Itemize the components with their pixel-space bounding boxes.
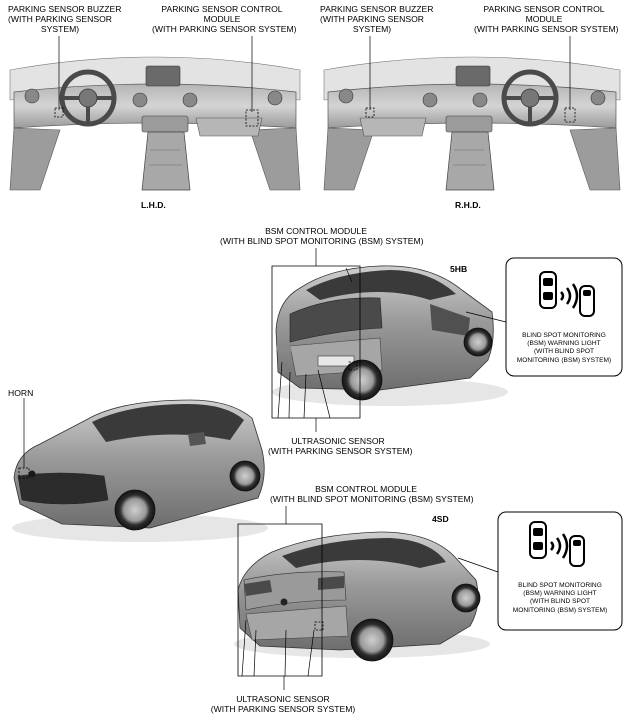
lhd-interior-illustration xyxy=(9,56,301,191)
sedan-sensor-leaders xyxy=(241,619,315,677)
hatchback-ultrasonic-label: ULTRASONIC SENSOR (WITH PARKING SENSOR S… xyxy=(268,436,413,456)
lhd-buzzer-label: PARKING SENSOR BUZZER (WITH PARKING SENS… xyxy=(8,4,122,34)
sedan-ultrasonic-label: ULTRASONIC SENSOR (WITH PARKING SENSOR S… xyxy=(210,694,356,714)
sedan-bsm-label: BSM CONTROL MODULE (WITH BLIND SPOT MONI… xyxy=(270,484,474,504)
rhd-buzzer-label: PARKING SENSOR BUZZER (WITH PARKING SENS… xyxy=(320,4,434,34)
hatchback-bsm-label: BSM CONTROL MODULE (WITH BLIND SPOT MONI… xyxy=(220,226,424,246)
hatchback-tag: 5HB xyxy=(450,264,468,274)
rhd-module-label: PARKING SENSOR CONTROL MODULE (WITH PARK… xyxy=(474,4,619,34)
sedan-warning-leader xyxy=(457,557,499,573)
sedan-warning-box xyxy=(497,511,623,631)
front-car-illustration xyxy=(12,399,268,542)
lhd-module-label: PARKING SENSOR CONTROL MODULE (WITH PARK… xyxy=(152,4,297,34)
hatchback-warning-leader xyxy=(465,311,507,323)
hatchback-warning-box xyxy=(505,257,623,377)
sedan-rear-illustration xyxy=(234,531,490,662)
hatchback-callout-frame xyxy=(271,265,361,419)
rhd-caption: R.H.D. xyxy=(455,200,481,210)
hatchback-sensor-leaders xyxy=(277,361,331,419)
hatchback-rear-illustration xyxy=(272,265,508,406)
lhd-caption: L.H.D. xyxy=(141,200,166,210)
rhd-interior-illustration xyxy=(323,56,621,191)
horn-label: HORN xyxy=(8,388,34,398)
hatchback-warning-label: BLIND SPOT MONITORING (BSM) WARNING LIGH… xyxy=(516,332,612,364)
sedan-warning-label: BLIND SPOT MONITORING (BSM) WARNING LIGH… xyxy=(512,582,608,614)
sedan-callout-frame xyxy=(237,523,323,677)
sedan-tag: 4SD xyxy=(432,514,449,524)
